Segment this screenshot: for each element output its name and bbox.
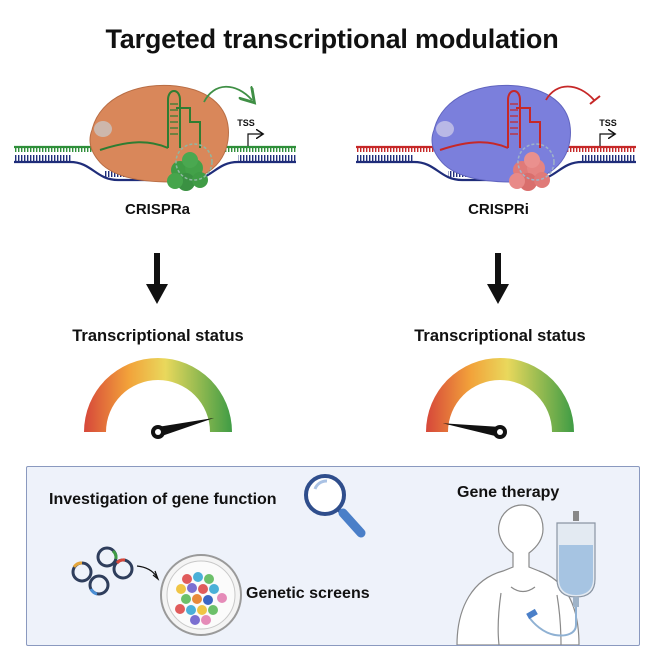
- dcas9-protein: [431, 84, 571, 183]
- repressor-effector: [509, 143, 555, 191]
- petri-dish-icon: [160, 554, 242, 636]
- crispra-label: CRISPRa: [124, 201, 191, 218]
- down-arrow-icon: [146, 253, 168, 304]
- transcriptional-status-right: Transcriptional status: [414, 327, 586, 345]
- dcas9-protein: [89, 84, 229, 183]
- tss-label-left: TSS: [237, 118, 255, 128]
- plasmid-icon: [71, 546, 134, 596]
- crispri-label: CRISPRi: [468, 201, 529, 218]
- gene-therapy-label: Gene therapy: [457, 484, 560, 501]
- gauge-crispri: [426, 358, 574, 439]
- gauge-crispra: [84, 358, 232, 439]
- applications-panel: Investigation of gene function Genetic s…: [26, 466, 640, 646]
- page-title: Targeted transcriptional modulation: [105, 24, 559, 54]
- crispra-complex: [14, 84, 296, 191]
- guide-rna: [99, 90, 201, 151]
- tss-arrow-icon: [247, 134, 262, 146]
- gene-function-label: Investigation of gene function: [49, 491, 277, 508]
- applications-illustrations: [71, 474, 596, 645]
- repression-arrow-icon: [545, 85, 601, 105]
- iv-bag-icon: [526, 511, 596, 637]
- screen-arrow-icon: [136, 565, 158, 578]
- genetic-screens-label: Genetic screens: [246, 585, 370, 602]
- down-arrow-icon: [487, 253, 509, 304]
- activator-effector: [167, 143, 213, 191]
- gauge-needle: [151, 417, 215, 439]
- patient-icon: [456, 504, 580, 645]
- tss-arrow-icon: [599, 134, 614, 146]
- guide-rna: [439, 90, 541, 151]
- activation-arrow-icon: [203, 85, 252, 102]
- magnifier-icon: [304, 474, 366, 538]
- transcriptional-status-left: Transcriptional status: [72, 327, 244, 345]
- gauge-needle: [442, 423, 507, 439]
- crispri-complex: [356, 84, 636, 191]
- tss-label-right: TSS: [599, 118, 617, 128]
